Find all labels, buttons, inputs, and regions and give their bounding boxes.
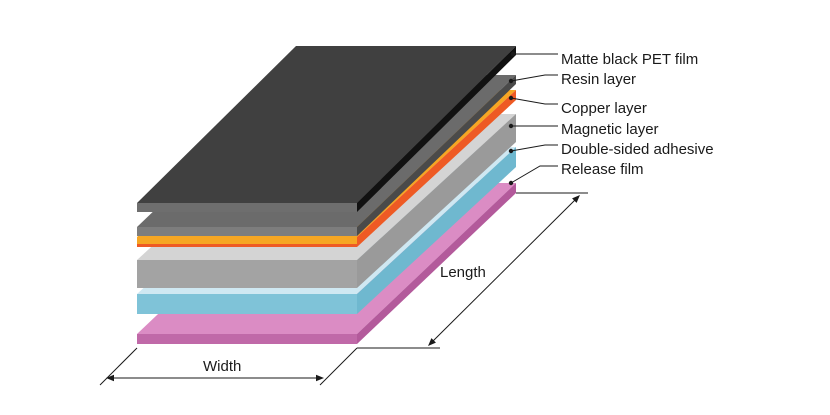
release-front-face [137, 334, 357, 344]
label-pet: Matte black PET film [561, 51, 698, 68]
leader-line-release [510, 165, 558, 184]
magnetic-front-face [137, 260, 357, 288]
copper-stripe [137, 244, 357, 247]
leader-line-resin [510, 74, 558, 82]
leader-dot-pet [510, 51, 516, 57]
release-side-face [357, 183, 516, 344]
width-label: Width [203, 358, 241, 375]
resin-side-face [357, 75, 516, 236]
leader-line-adhesive [510, 144, 558, 152]
label-resin: Resin layer [561, 71, 636, 88]
adhesive-front-face [137, 294, 357, 314]
leader-dot-adhesive [508, 148, 514, 154]
layer-pet [137, 46, 516, 212]
length-dimension-line [430, 197, 578, 344]
width-arrow-right [316, 374, 324, 382]
label-adhesive: Double-sided adhesive [561, 141, 714, 158]
copper-side-face [357, 90, 516, 247]
label-magnetic: Magnetic layer [561, 121, 659, 138]
label-release: Release film [561, 161, 644, 178]
width-extension-left [99, 347, 138, 386]
magnetic-side-face [357, 114, 516, 288]
leader-dot-resin [508, 78, 514, 84]
leader-dot-release [508, 180, 514, 186]
leader-lines [508, 51, 558, 186]
pet-top-face [137, 46, 516, 203]
dimension-annotations [99, 192, 588, 386]
length-label: Length [440, 264, 486, 281]
adhesive-side-face [357, 147, 516, 314]
pet-side-face [357, 46, 516, 212]
leader-dot-magnetic [508, 123, 514, 129]
pet-front-face [137, 203, 357, 212]
width-extension-right [319, 347, 358, 386]
label-copper: Copper layer [561, 100, 647, 117]
layer-labels: Matte black PET film Resin layer Copper … [561, 51, 714, 178]
leader-line-copper [510, 97, 558, 105]
resin-front-face [137, 227, 357, 236]
length-arrow-front [428, 338, 436, 346]
length-arrow-back [572, 195, 580, 203]
layer-stack [137, 46, 516, 344]
width-arrow-left [106, 374, 114, 382]
leader-dot-copper [508, 95, 514, 101]
